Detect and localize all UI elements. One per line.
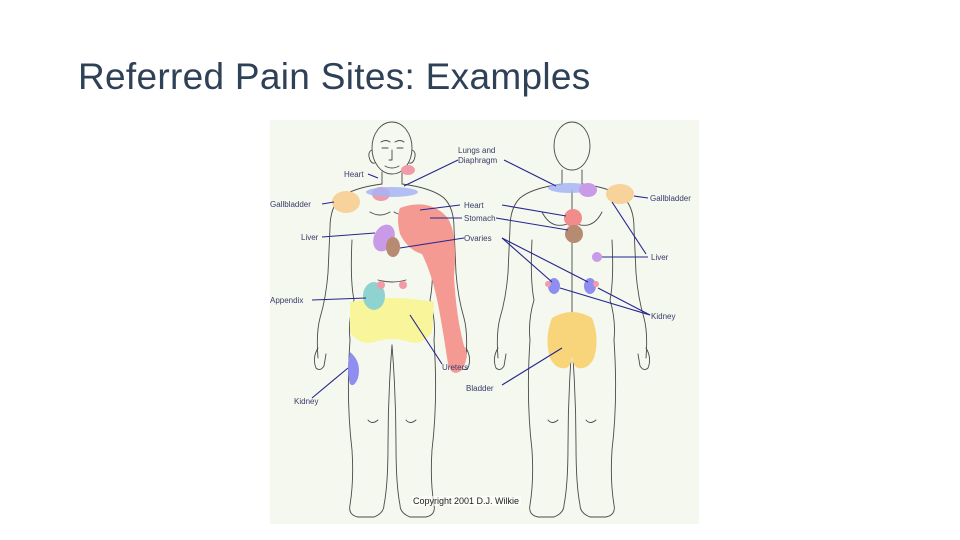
back-spot-left: [545, 281, 551, 287]
front-pain-regions: [332, 165, 467, 386]
label-kidney-front: Kidney: [294, 397, 318, 406]
body-diagram-svg: Lungs and Diaphragm Heart Gallbladder Li…: [270, 120, 699, 524]
ovaries-back-region: [565, 225, 583, 243]
heart-back-region: [579, 183, 597, 197]
label-ureters: Ureters: [442, 363, 468, 372]
front-spot-left: [377, 281, 385, 289]
label-lungs-line2: Diaphragm: [458, 156, 497, 165]
leader-lines: [311, 159, 651, 399]
back-spot-right: [593, 281, 599, 287]
buttocks-region: [547, 312, 597, 369]
label-appendix: Appendix: [270, 296, 303, 305]
label-kidney-back: Kidney: [651, 312, 675, 321]
label-heart-front: Heart: [344, 170, 364, 179]
back-pain-regions: [545, 183, 634, 369]
ovaries-front-region: [386, 237, 400, 257]
liver-back-region: [592, 252, 602, 262]
front-spot-right: [399, 281, 407, 289]
label-bladder: Bladder: [466, 384, 494, 393]
abdomen-region: [350, 298, 434, 343]
copyright-notice: Copyright 2001 D.J. Wilkie: [411, 496, 522, 506]
label-gallbladder-back: Gallbladder: [650, 194, 691, 203]
heart-front-region: [401, 165, 415, 175]
referred-pain-diagram: Lungs and Diaphragm Heart Gallbladder Li…: [270, 120, 699, 524]
gallbladder-back-region: [606, 184, 634, 204]
label-heart-mid: Heart: [464, 201, 484, 210]
label-lungs-line1: Lungs and: [458, 146, 495, 155]
label-liver-back: Liver: [651, 253, 669, 262]
lungs-front-region: [366, 187, 418, 197]
appendix-region: [363, 282, 385, 310]
left-arm-region: [398, 204, 467, 373]
kidney-back-left: [548, 278, 560, 294]
label-stomach: Stomach: [464, 214, 496, 223]
gallbladder-front-region: [332, 191, 360, 213]
label-gallbladder-front: Gallbladder: [270, 200, 311, 209]
slide-title: Referred Pain Sites: Examples: [78, 56, 591, 97]
label-liver-front: Liver: [301, 233, 319, 242]
kidney-front-region: [348, 352, 359, 386]
label-ovaries: Ovaries: [464, 234, 492, 243]
front-body-outline: [313, 121, 471, 518]
diagram-labels: Lungs and Diaphragm Heart Gallbladder Li…: [270, 146, 691, 406]
stomach-back-region: [564, 209, 582, 227]
